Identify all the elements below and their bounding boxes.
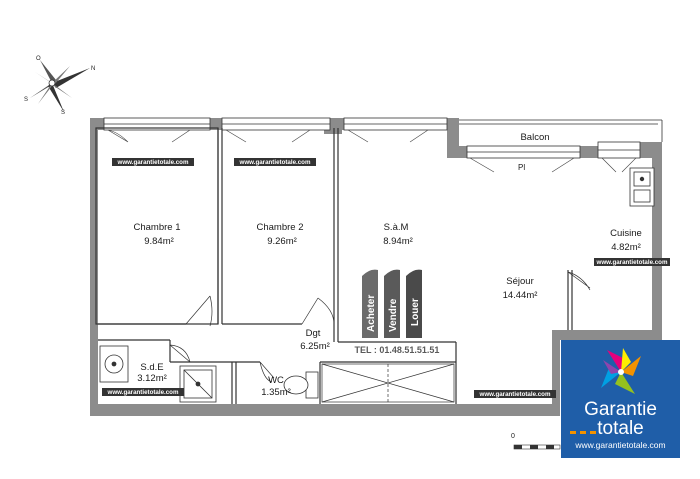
compass-n: N — [91, 66, 95, 72]
balcony — [459, 119, 663, 142]
room-name-sam: S.à.M — [384, 222, 409, 233]
pinwheel-logo-icon — [601, 348, 641, 394]
brand-url[interactable]: www.garantietotale.com — [575, 440, 666, 450]
shower-icon — [179, 365, 217, 403]
windows — [103, 117, 641, 159]
brand-name-line1: Garantie — [584, 399, 657, 420]
exterior-walls — [90, 118, 662, 416]
room-area-sde: 3.12m² — [137, 373, 167, 384]
room-name-sejour: Séjour — [506, 276, 533, 287]
watermark-4: www.garantietotale.com — [102, 388, 184, 396]
room-area-cuisine: 4.82m² — [611, 242, 641, 253]
scale-bar: 0 — [511, 433, 561, 450]
flag-louer-text: Louer — [410, 298, 421, 326]
door-swings — [169, 271, 591, 383]
compass-rose-icon: N O S S — [24, 56, 95, 116]
watermark-1: www.garantietotale.com — [112, 158, 194, 166]
telephone-number: TEL : 01.48.51.51.51 — [355, 345, 440, 355]
brand-logo: Garantie totale www.garantietotale.com — [561, 340, 680, 458]
flag-acheter-text: Acheter — [366, 295, 377, 332]
room-name-wc: WC — [268, 375, 284, 386]
room-area-chambre1: 9.84m² — [144, 236, 174, 247]
brand-name-line2: totale — [597, 418, 644, 439]
room-area-wc: 1.35m² — [261, 387, 291, 398]
room-name-dgt: Dgt — [306, 328, 321, 339]
watermark-3: www.garantietotale.com — [594, 258, 670, 266]
brand-dash-divider — [570, 431, 596, 437]
label-pl: Pl — [518, 163, 525, 172]
watermark-5-text: www.garantietotale.com — [479, 391, 551, 398]
flag-vendre: Vendre — [384, 269, 400, 338]
room-name-chambre1: Chambre 1 — [134, 222, 181, 233]
flag-acheter: Acheter — [362, 269, 378, 338]
watermark-1-text: www.garantietotale.com — [117, 159, 189, 166]
window-swings — [107, 129, 637, 173]
compass-s-left: S — [24, 97, 28, 103]
compass-s-bottom: S — [61, 110, 65, 116]
interior-walls — [95, 127, 573, 404]
room-name-balcon: Balcon — [520, 132, 549, 143]
room-area-chambre2: 9.26m² — [267, 236, 297, 247]
washbasin-icon — [99, 345, 129, 383]
storage-closet — [321, 363, 455, 403]
watermark-3-text: www.garantietotale.com — [596, 259, 668, 266]
watermark-2: www.garantietotale.com — [234, 158, 316, 166]
room-name-sde: S.d.E — [140, 362, 163, 373]
flag-louer: Louer — [406, 269, 422, 338]
watermark-4-text: www.garantietotale.com — [107, 389, 179, 396]
compass-o: O — [36, 56, 41, 62]
watermark-5: www.garantietotale.com — [474, 390, 556, 398]
room-name-cuisine: Cuisine — [610, 228, 642, 239]
room-area-sejour: 14.44m² — [503, 290, 538, 301]
room-area-sam: 8.94m² — [383, 236, 413, 247]
room-name-chambre2: Chambre 2 — [257, 222, 304, 233]
scale-zero: 0 — [511, 433, 515, 440]
kitchen-sink-icon — [629, 167, 655, 207]
watermark-2-text: www.garantietotale.com — [239, 159, 311, 166]
flag-vendre-text: Vendre — [388, 298, 399, 332]
toilet-icon — [283, 371, 319, 399]
room-area-dgt: 6.25m² — [300, 341, 330, 352]
